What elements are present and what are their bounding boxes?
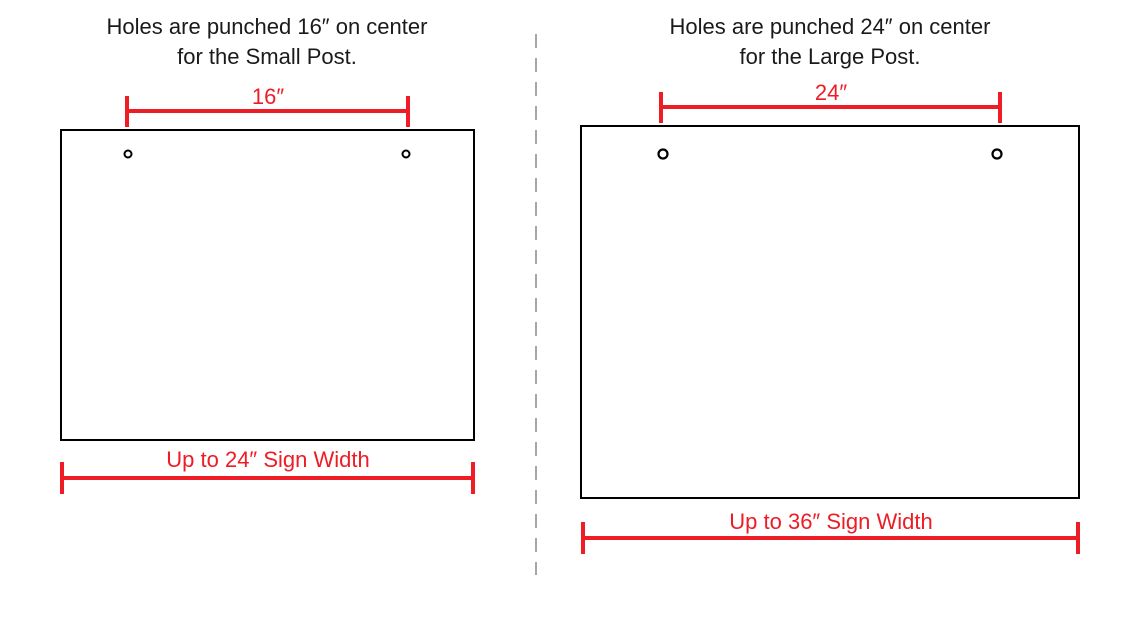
large-hole-spacing-dimension <box>659 92 1002 123</box>
small-post-caption-line2: for the Small Post. <box>177 44 357 69</box>
small-post-caption-line1: Holes are punched 16″ on center <box>107 14 428 39</box>
small-sign-width-dimension <box>60 462 475 494</box>
small-sign-width-label: Up to 24″ Sign Width <box>166 447 369 472</box>
large-sign-width-label: Up to 36″ Sign Width <box>729 509 932 534</box>
large-sign-hole-left <box>657 148 669 160</box>
large-sign-outline <box>580 125 1080 499</box>
small-post-panel: Holes are punched 16″ on center for the … <box>60 14 475 494</box>
large-sign-width-dimension <box>581 522 1080 554</box>
large-hole-spacing-label: 24″ <box>815 80 847 105</box>
small-sign-hole-right <box>401 149 411 159</box>
small-hole-spacing-dimension <box>125 96 410 127</box>
large-post-caption-line1: Holes are punched 24″ on center <box>670 14 991 39</box>
large-post-panel: Holes are punched 24″ on center for the … <box>580 14 1080 554</box>
small-sign-hole-left <box>123 149 133 159</box>
small-sign-outline <box>60 129 475 441</box>
large-sign-hole-right <box>991 148 1003 160</box>
large-post-caption-line2: for the Large Post. <box>740 44 921 69</box>
small-hole-spacing-label: 16″ <box>252 84 284 109</box>
